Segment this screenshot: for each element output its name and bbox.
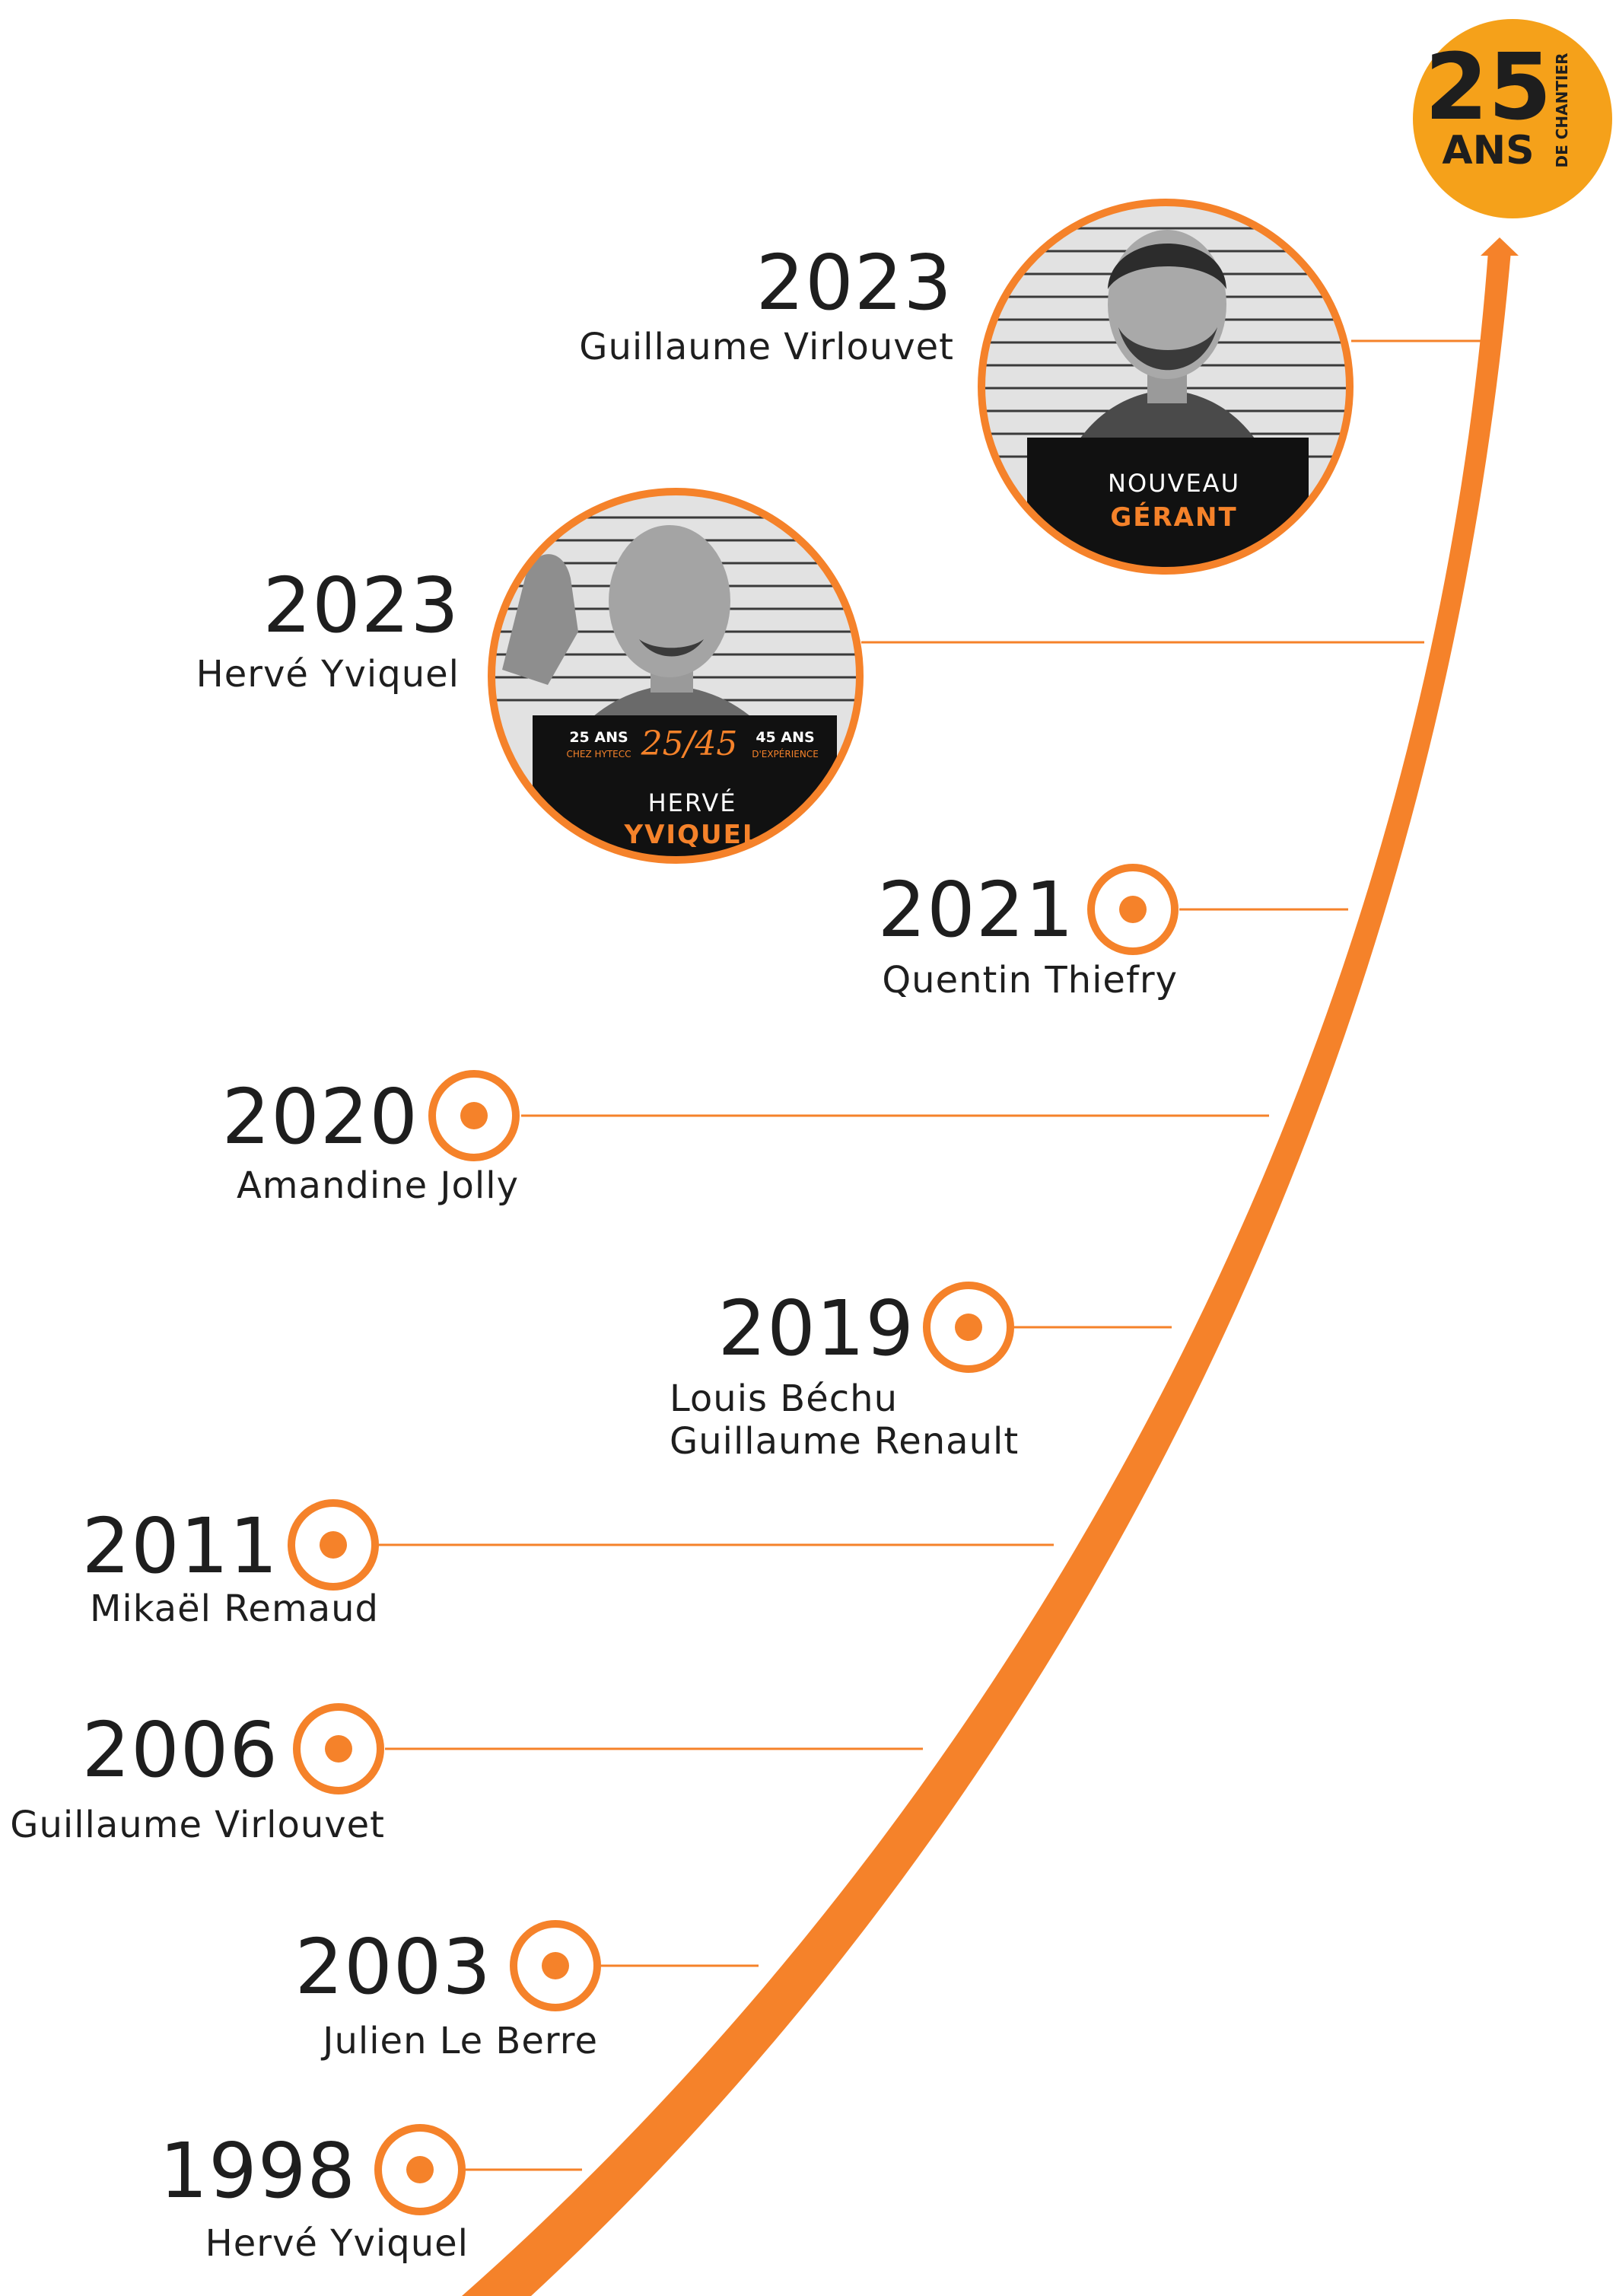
entry-9-name: Hervé Yviquel: [205, 2222, 469, 2265]
placard-line-2: GÉRANT: [1110, 502, 1237, 533]
placard-left-bottom: CHEZ HYTECC: [566, 749, 631, 759]
entry-2-year: 2023: [262, 561, 460, 650]
raised-hand: [502, 554, 578, 685]
portrait-herve-yviquel: 25 ANS CHEZ HYTECC 25/45 45 ANS D'EXPÉRI…: [488, 488, 864, 864]
entry-4-name: Amandine Jolly: [236, 1164, 519, 1207]
marker-1998: [374, 2124, 466, 2215]
entry-4-year: 2020: [221, 1072, 418, 1161]
badge-caption: DE CHANTIER: [1553, 53, 1571, 167]
portrait-guillaume-virlouvet: NOUVEAU GÉRANT: [978, 199, 1354, 575]
entry-1-year: 2023: [756, 238, 953, 327]
entry-2-name: Hervé Yviquel: [196, 653, 460, 696]
placard-right-top: 45 ANS: [756, 729, 814, 746]
entry-3-name: Quentin Thiefry: [882, 959, 1178, 1002]
anniversary-badge: 25 ANS DE CHANTIER: [1413, 19, 1612, 218]
entry-6-name: Mikaël Remaud: [89, 1587, 379, 1630]
marker-2021: [1087, 864, 1179, 955]
marker-2011: [288, 1499, 379, 1591]
marker-2003: [510, 1920, 601, 2011]
entry-3-year: 2021: [877, 865, 1074, 954]
entry-8-year: 2003: [294, 1922, 491, 2011]
placard-center: 25/45: [641, 724, 738, 763]
placard-line-1: HERVÉ: [648, 788, 737, 817]
placard-left-top: 25 ANS: [569, 729, 628, 746]
entry-7-year: 2006: [81, 1705, 278, 1794]
marker-2019: [923, 1282, 1014, 1373]
badge-number: 25: [1425, 35, 1552, 141]
curve-arrowhead: [1481, 237, 1519, 256]
placard-line-1: NOUVEAU: [1108, 469, 1240, 498]
placard-right-bottom: D'EXPÉRIENCE: [752, 748, 819, 759]
entry-7-name: Guillaume Virlouvet: [10, 1804, 385, 1846]
entry-5-name-2: Guillaume Renault: [670, 1420, 1020, 1463]
entry-8-name: Julien Le Berre: [323, 2020, 598, 2062]
marker-2006: [293, 1703, 384, 1794]
placard-line-2: YVIQUEL: [624, 820, 761, 850]
entry-6-year: 2011: [81, 1501, 278, 1591]
entry-5-year: 2019: [717, 1284, 915, 1373]
entry-9-year: 1998: [159, 2126, 356, 2215]
entry-5-name-1: Louis Béchu: [670, 1377, 898, 1420]
badge-word: ANS: [1442, 128, 1534, 174]
entry-1-name: Guillaume Virlouvet: [579, 326, 954, 368]
marker-2020: [428, 1070, 520, 1161]
